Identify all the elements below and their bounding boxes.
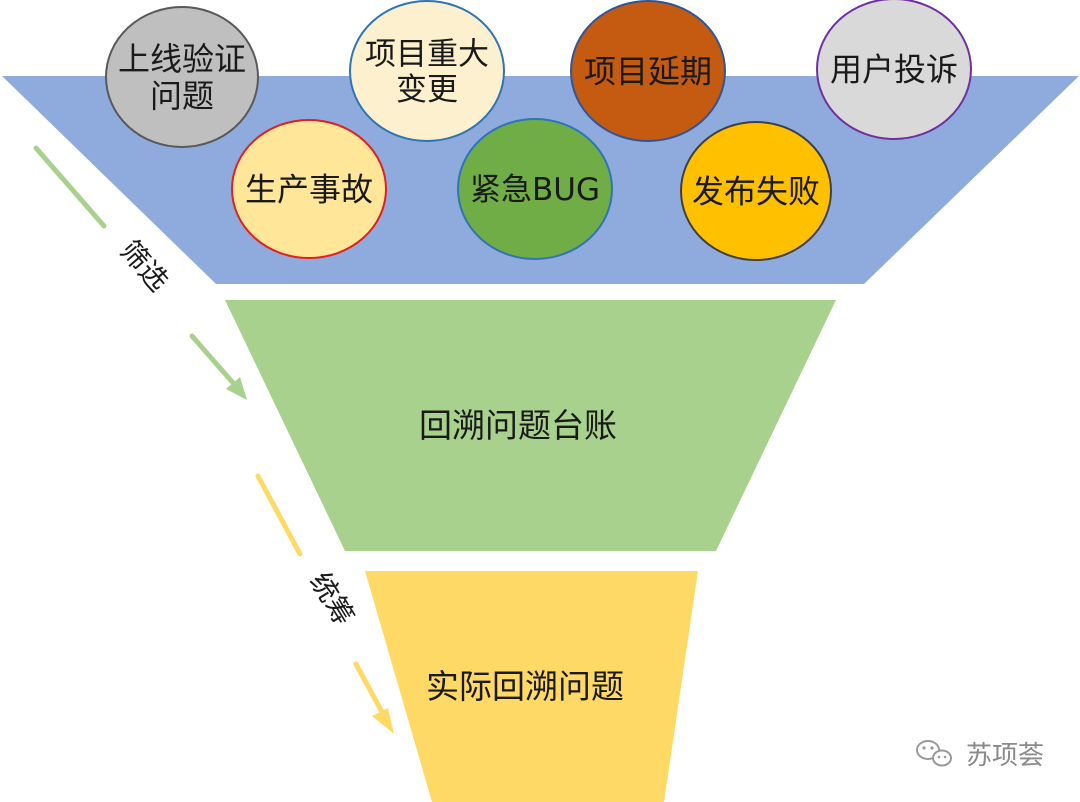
- issue-bubble-circle: [231, 119, 387, 259]
- issue-bubble-circle: [680, 121, 832, 261]
- filter-arrow: [33, 145, 247, 400]
- wechat-icon: [916, 740, 952, 767]
- issue-bubble: 发布失败: [680, 121, 832, 261]
- issue-bubble-label: 变更: [396, 72, 458, 108]
- issue-bubble-label: 生产事故: [245, 171, 373, 209]
- watermark-text: 苏项荟: [966, 741, 1044, 771]
- watermark: 苏项荟: [916, 740, 1044, 771]
- funnel-stage-2: [225, 300, 836, 551]
- issue-bubble-circle: [457, 118, 613, 260]
- issue-bubble-circle: [105, 6, 259, 148]
- issue-bubble-circle: [349, 0, 505, 142]
- issue-bubble: 紧急BUG: [457, 118, 613, 260]
- issue-bubble: 项目延期: [570, 0, 726, 142]
- issue-bubble-label: 紧急BUG: [470, 172, 600, 208]
- issue-bubble: 生产事故: [231, 119, 387, 259]
- stage-2-label: 回溯问题台账: [419, 406, 617, 445]
- issue-bubble-label: 项目延期: [584, 53, 712, 91]
- issue-bubble-label: 问题: [150, 77, 214, 115]
- coordinate-arrow-label: 统筹: [303, 566, 361, 631]
- funnel-stage-3: [365, 571, 698, 802]
- filter-arrow-label: 筛选: [113, 234, 175, 298]
- issue-bubble-label: 项目重大: [365, 36, 489, 72]
- issue-bubble-circle: [570, 0, 726, 142]
- issue-bubble-label: 发布失败: [692, 173, 820, 211]
- issue-bubble-label: 上线验证: [118, 40, 246, 78]
- issue-bubble-label: 用户投诉: [830, 51, 958, 89]
- issue-bubble: 用户投诉: [816, 0, 972, 140]
- issue-bubble-circle: [816, 0, 972, 140]
- coordinate-arrow: [255, 473, 394, 734]
- stage-3-label: 实际回溯问题: [426, 667, 624, 706]
